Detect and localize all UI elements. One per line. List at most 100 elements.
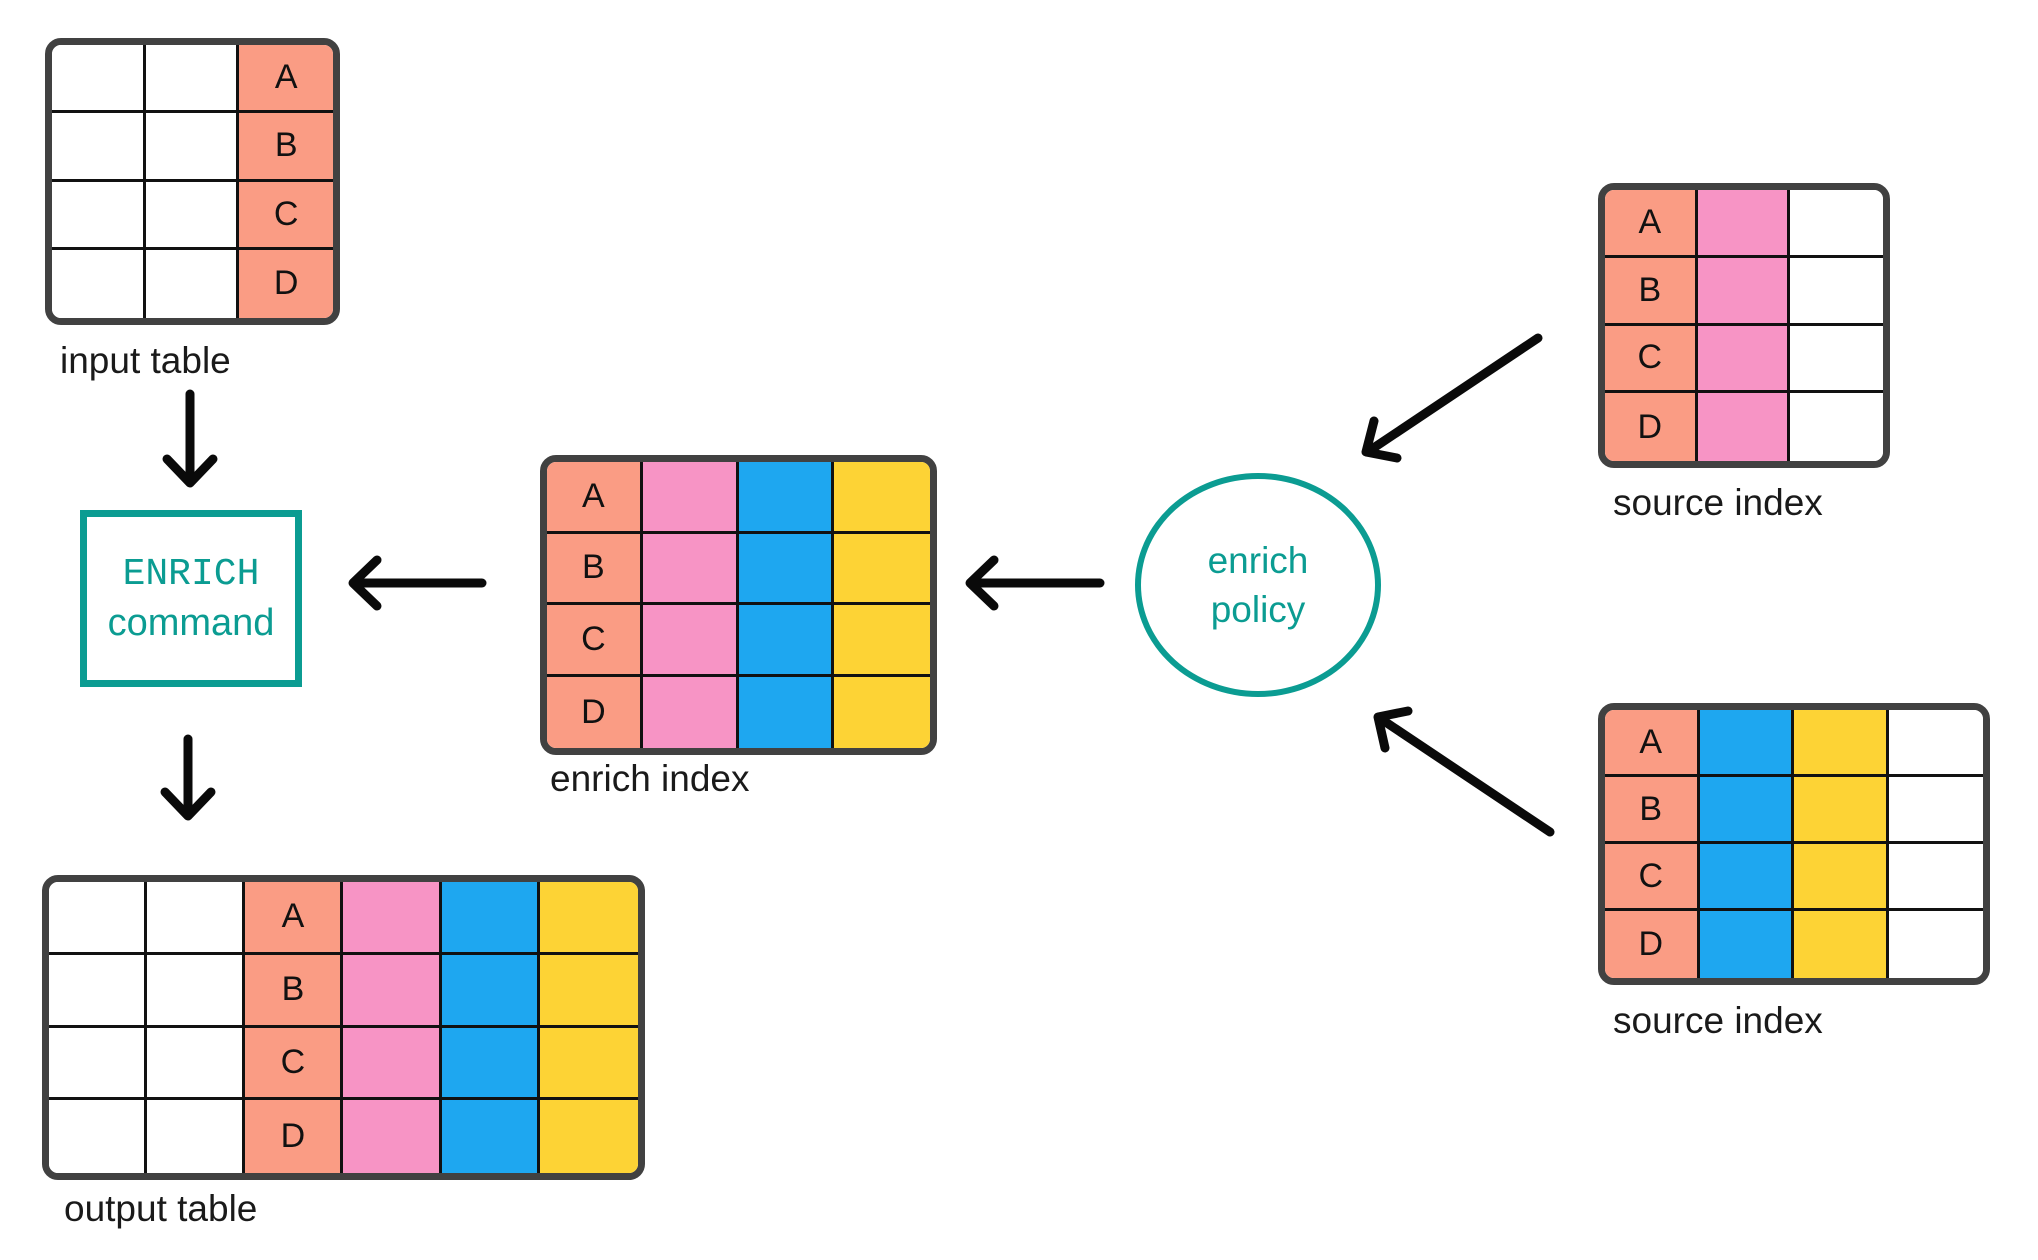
- table-cell-key: C: [1605, 844, 1700, 911]
- table-cell: [343, 1027, 442, 1101]
- table-cell-key: C: [547, 605, 643, 677]
- table-cell: [738, 462, 835, 534]
- table-cell: [147, 882, 246, 955]
- enrich-policy-word-2: policy: [1210, 589, 1306, 630]
- table-cell: [1888, 911, 1983, 978]
- table-cell-key: B: [1605, 257, 1698, 326]
- table-cell: [343, 1100, 442, 1173]
- table-cell: [1888, 777, 1983, 844]
- source-index-bottom-label: source index: [1613, 1000, 1823, 1041]
- table-cell: [642, 533, 739, 605]
- table-cell: [441, 954, 540, 1028]
- table-cell: [145, 249, 240, 318]
- table-cell: [1790, 393, 1883, 461]
- table-cell-key: C: [239, 181, 333, 250]
- table-cell-key: D: [1605, 393, 1698, 461]
- table-cell-key: D: [245, 1100, 344, 1173]
- table-cell-key: D: [239, 249, 333, 318]
- table-cell-key: B: [1605, 777, 1700, 844]
- table-cell: [49, 882, 148, 955]
- table-cell: [1697, 325, 1791, 394]
- table-cell: [539, 954, 638, 1028]
- table-cell: [147, 1100, 246, 1173]
- table-cell: [1697, 393, 1791, 461]
- table-cell-key: B: [547, 533, 643, 605]
- table-cell: [1697, 257, 1791, 326]
- enrich-index-label: enrich index: [550, 758, 750, 799]
- table-cell-key: A: [547, 462, 643, 534]
- table-cell: [834, 605, 930, 677]
- table-cell: [343, 882, 442, 955]
- table-cell: [1699, 710, 1794, 777]
- enrich-policy-word-1: enrich: [1207, 540, 1309, 581]
- table-cell: [1794, 777, 1889, 844]
- table-cell: [1888, 844, 1983, 911]
- table-cell-key: A: [1605, 710, 1700, 777]
- table-cell-key: C: [245, 1027, 344, 1101]
- table-cell: [1790, 257, 1883, 326]
- table-cell: [49, 1027, 148, 1101]
- arrow-source-index-bottom-to-enrich-policy: [1373, 706, 1555, 837]
- source-index-top-label: source index: [1613, 482, 1823, 523]
- arrow-source-index-top-to-enrich-policy: [1361, 333, 1543, 463]
- table-cell: [441, 1027, 540, 1101]
- table-cell: [834, 676, 930, 748]
- table-cell: [441, 882, 540, 955]
- enrich-command-keyword: ENRICH: [122, 552, 260, 596]
- table-cell-key: D: [547, 676, 643, 748]
- table-cell: [738, 533, 835, 605]
- table-cell: [49, 1100, 148, 1173]
- table-cell-key: A: [245, 882, 344, 955]
- table-cell-key: C: [1605, 325, 1698, 394]
- table-cell: [738, 676, 835, 748]
- table-cell: [1790, 190, 1883, 258]
- table-cell-key: B: [239, 113, 333, 182]
- table-cell: [52, 45, 146, 114]
- arrow-input-table-to-enrich-command: [162, 389, 218, 488]
- table-cell-key: A: [239, 45, 333, 114]
- table-cell: [1794, 710, 1889, 777]
- enrich-command-box: ENRICH command: [80, 510, 302, 687]
- table-cell-key: D: [1605, 911, 1700, 978]
- table-cell: [1699, 777, 1794, 844]
- table-cell: [52, 181, 146, 250]
- enrich-command-word: command: [107, 601, 275, 644]
- table-cell-key: A: [1605, 190, 1698, 258]
- table-cell-key: B: [245, 954, 344, 1028]
- table-cell: [147, 1027, 246, 1101]
- table-cell: [343, 954, 442, 1028]
- table-cell: [52, 113, 146, 182]
- table-cell: [539, 1027, 638, 1101]
- table-cell: [1699, 911, 1794, 978]
- table-cell: [52, 249, 146, 318]
- table-cell: [834, 533, 930, 605]
- table-cell: [145, 181, 240, 250]
- table-cell: [1888, 710, 1983, 777]
- arrow-enrich-command-to-output-table: [160, 734, 216, 821]
- table-cell: [834, 462, 930, 534]
- table-cell: [738, 605, 835, 677]
- enrich-policy-circle: enrich policy: [1135, 473, 1381, 697]
- table-cell: [441, 1100, 540, 1173]
- table-cell: [145, 113, 240, 182]
- table-cell: [1794, 911, 1889, 978]
- table-cell: [147, 954, 246, 1028]
- table-cell: [1697, 190, 1791, 258]
- arrow-enrich-policy-to-enrich-index: [965, 555, 1105, 611]
- input-table-label: input table: [60, 340, 231, 381]
- table-cell: [642, 676, 739, 748]
- table-cell: [1790, 325, 1883, 394]
- table-cell: [539, 882, 638, 955]
- table-cell: [1794, 844, 1889, 911]
- table-cell: [145, 45, 240, 114]
- table-cell: [642, 605, 739, 677]
- table-cell: [1699, 844, 1794, 911]
- table-cell: [539, 1100, 638, 1173]
- output-table-label: output table: [64, 1188, 258, 1229]
